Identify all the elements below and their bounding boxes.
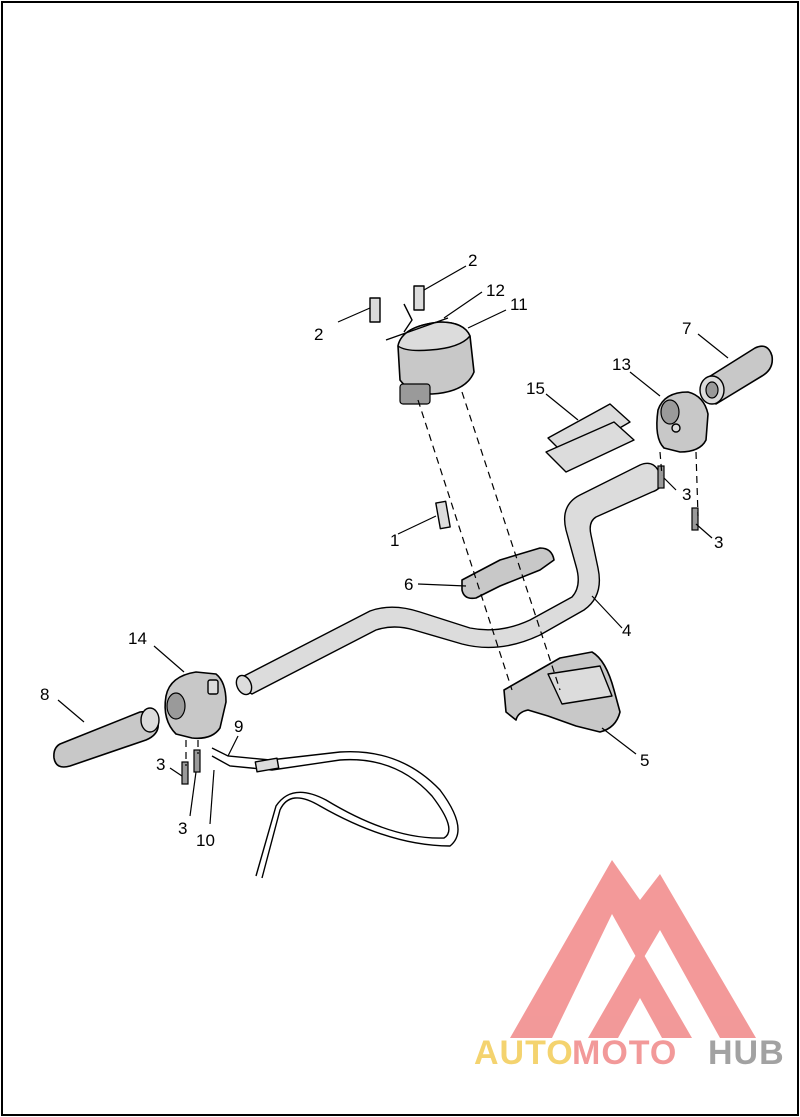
callout-6: 6 xyxy=(404,575,413,594)
callout-8: 8 xyxy=(40,685,49,704)
screws-3 xyxy=(181,465,699,785)
watermark-auto: AUTO xyxy=(474,1034,574,1072)
callout-10: 10 xyxy=(196,831,215,850)
callout-13: 13 xyxy=(612,355,631,374)
riser-clamp-upper xyxy=(461,547,555,600)
wiring-harness xyxy=(211,747,459,879)
left-switch-housing xyxy=(164,671,227,740)
callout-4: 4 xyxy=(622,621,631,640)
callout-3: 3 xyxy=(714,533,723,552)
callout-3: 3 xyxy=(178,819,187,838)
gasket xyxy=(385,317,449,341)
watermark: AUTO MOTO HUB xyxy=(474,860,785,1072)
callout-12: 12 xyxy=(486,281,505,300)
callout-5: 5 xyxy=(640,751,649,770)
callout-3: 3 xyxy=(682,485,691,504)
right-switch-housing xyxy=(656,391,709,453)
bolts-2 xyxy=(369,285,425,333)
callout-7: 7 xyxy=(682,319,691,338)
callout-11: 11 xyxy=(510,295,528,314)
bolt-1 xyxy=(435,500,451,530)
watermark-emblem xyxy=(510,860,756,1038)
left-grip xyxy=(53,707,160,768)
assembly-lines xyxy=(185,391,699,766)
callout-2: 2 xyxy=(314,325,323,344)
callout-3: 3 xyxy=(156,755,165,774)
instrument-housing xyxy=(397,321,475,405)
watermark-moto: MOTO xyxy=(572,1034,677,1072)
callout-1: 1 xyxy=(390,531,399,550)
handlebar-tape xyxy=(545,403,635,473)
callout-14: 14 xyxy=(128,629,147,648)
right-grip xyxy=(699,345,774,405)
callouts: 1 2 2 3 3 3 3 4 5 6 7 8 9 10 11 12 13 14… xyxy=(40,251,723,850)
callout-15: 15 xyxy=(526,379,545,398)
callout-2: 2 xyxy=(468,251,477,270)
leader-lines xyxy=(57,265,729,825)
riser-clamp-lower xyxy=(503,651,621,733)
callout-9: 9 xyxy=(234,717,243,736)
watermark-hub: HUB xyxy=(708,1034,785,1072)
